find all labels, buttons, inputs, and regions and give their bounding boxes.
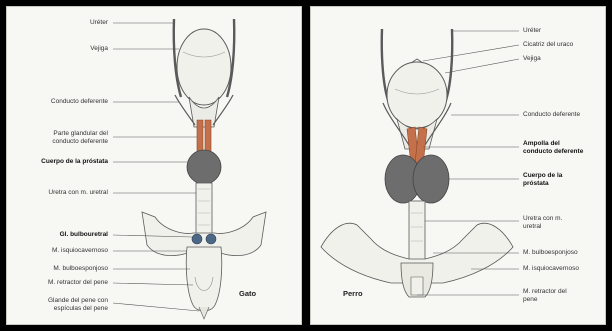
cat-label-bulbospongiosus: M. bulboesponjoso: [53, 265, 108, 273]
dog-panel: Uréter Cicatriz del uraco Vejiga Conduct…: [310, 6, 606, 325]
dog-label-prostate: Cuerpo de la próstata: [523, 172, 562, 187]
cat-label-prostate: Cuerpo de la próstata: [41, 158, 108, 166]
cat-prostate: [187, 150, 221, 184]
dog-illustration: [311, 7, 607, 326]
dog-label-bulbospongiosus: M. bulboesponjoso: [523, 249, 578, 257]
dog-label-bladder: Vejiga: [523, 55, 541, 63]
cat-bladder: [177, 29, 231, 105]
cat-bulbourethral-gland-right: [206, 234, 216, 244]
cat-label-ureter: Uréter: [90, 19, 108, 27]
dog-retractor: [411, 277, 423, 295]
cat-glandular-deferent: [197, 120, 203, 153]
cat-penis: [186, 247, 222, 311]
cat-label-bladder: Vejiga: [90, 45, 108, 53]
cat-glans: [199, 307, 209, 319]
cat-label-bulbourethral: Gl. bulbouretral: [60, 231, 108, 239]
cat-species-label: Gato: [239, 289, 256, 298]
cat-label-deferent-duct: Conducto deferente: [51, 98, 108, 106]
dog-label-urethra: Uretra con m. uretral: [523, 215, 562, 230]
dog-label-urachal-scar: Cicatriz del uraco: [523, 41, 573, 49]
cat-panel: Uréter Vejiga Conducto deferente Parte g…: [6, 6, 302, 325]
dog-species-label: Perro: [343, 289, 363, 298]
dog-label-retractor: M. retractor del pene: [523, 288, 567, 303]
cat-bulbourethral-gland-left: [192, 234, 202, 244]
cat-label-retractor: M. retractor del pene: [48, 279, 108, 287]
dog-label-ampulla: Ampolla del conducto deferente: [523, 140, 583, 155]
dog-label-ureter: Uréter: [523, 27, 541, 35]
dog-urethra: [409, 201, 425, 263]
dog-label-deferent-duct: Conducto deferente: [523, 111, 580, 119]
cat-label-glans: Glande del pene con espículas del pene: [48, 297, 108, 312]
cat-label-ischiocavernosus: M. isquiocavernoso: [52, 247, 108, 255]
dog-bladder: [387, 62, 447, 128]
dog-label-ischiocavernosus: M. isquiocavernoso: [523, 265, 579, 273]
cat-label-glandular-part: Parte glandular del conducto deferente: [52, 130, 108, 145]
cat-urethra: [196, 183, 212, 235]
cat-label-urethra: Uretra con m. uretral: [48, 189, 108, 197]
dog-prostate-right-lobe: [413, 155, 449, 203]
